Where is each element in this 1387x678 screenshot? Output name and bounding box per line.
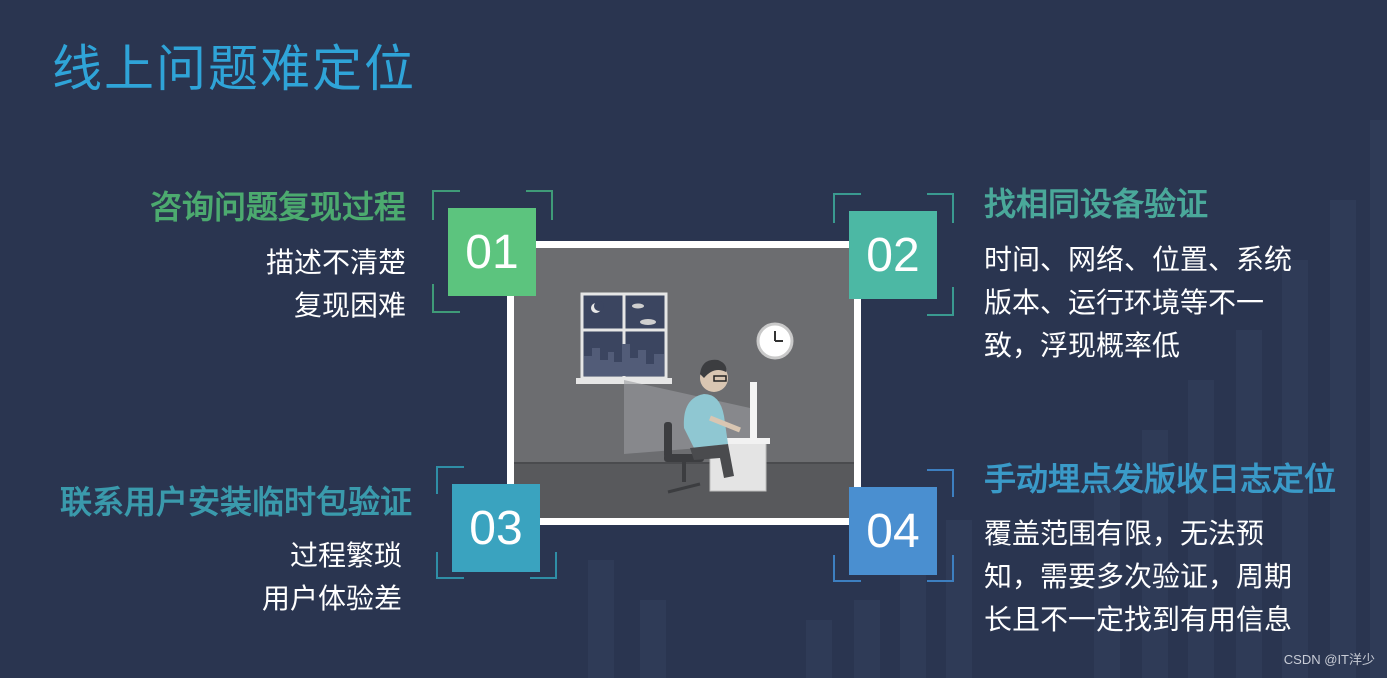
item-02-line-2: 版本、运行环境等不一	[984, 286, 1265, 319]
item-04-heading: 手动埋点发版收日志定位	[984, 460, 1337, 498]
page-title: 线上问题难定位	[52, 40, 416, 98]
item-03-description: 过程繁琐 用户体验差	[262, 534, 402, 620]
item-02-description: 时间、网络、位置、系统 版本、运行环境等不一 致，浮现概率低	[984, 238, 1292, 367]
developer-at-night-illustration	[507, 241, 861, 525]
item-01-heading: 咨询问题复现过程	[149, 188, 406, 226]
item-04-line-2: 知，需要多次验证，周期	[984, 560, 1293, 593]
window-icon	[576, 292, 672, 384]
item-02-heading: 找相同设备验证	[984, 185, 1209, 223]
item-01-line-1: 描述不清楚	[265, 246, 406, 279]
item-03-line-2: 用户体验差	[261, 582, 402, 615]
item-01-description: 描述不清楚 复现困难	[266, 241, 406, 327]
illustration-scene	[514, 248, 854, 518]
item-03-line-1: 过程繁琐	[289, 539, 402, 572]
watermark: CSDN @IT洋少	[1283, 652, 1375, 667]
person-icon	[683, 359, 741, 478]
clock-icon	[756, 322, 794, 360]
item-02-line-3: 致，浮现概率低	[984, 329, 1181, 362]
item-04-description: 覆盖范围有限，无法预 知，需要多次验证，周期 长且不一定找到有用信息	[984, 512, 1292, 641]
item-04-line-1: 覆盖范围有限，无法预	[984, 517, 1265, 550]
item-02-line-1: 时间、网络、位置、系统	[984, 243, 1293, 276]
item-01-number-badge: 01	[448, 208, 536, 296]
monitor-icon	[750, 382, 757, 440]
item-04-number-badge: 04	[849, 487, 937, 575]
item-03-number-badge: 03	[452, 484, 540, 572]
item-03-heading: 联系用户安装临时包验证	[59, 483, 412, 521]
item-04-line-3: 长且不一定找到有用信息	[984, 603, 1293, 636]
item-01-line-2: 复现困难	[293, 289, 406, 322]
item-02-number-badge: 02	[849, 211, 937, 299]
